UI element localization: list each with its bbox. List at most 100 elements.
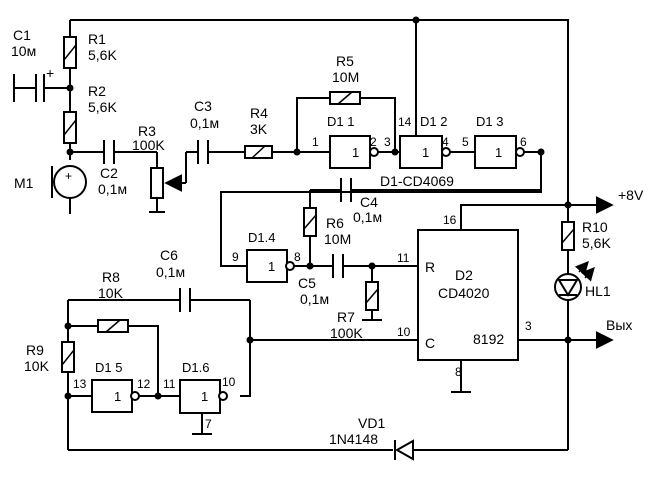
d2-name: D2 (455, 267, 473, 283)
capacitor-c4: C4 0,1м (340, 178, 382, 225)
d2-output-label: 8192 (473, 331, 504, 347)
d1-2-pin-vcc: 14 (398, 115, 412, 129)
c5-value: 0,1м (300, 291, 329, 307)
c4-value: 0,1м (353, 209, 382, 225)
resistor-r9: R9 10K (24, 341, 75, 374)
d2-pin-3: 3 (525, 319, 532, 333)
d1-2-symbol: 1 (422, 145, 429, 160)
inverter-d1-3: D1 3 5 6 1 (462, 114, 527, 169)
d1-2-pin-out: 4 (442, 135, 449, 149)
d2-part: CD4020 (438, 285, 490, 301)
r8-name: R8 (102, 269, 120, 285)
resistor-r7: R7 100K (330, 281, 382, 341)
inverter-d1-1: D1 1 1 2 1 (312, 114, 379, 169)
d1-6-pin-gnd: 7 (205, 417, 212, 431)
r6-value: 10M (324, 231, 351, 247)
m1-name: M1 (14, 175, 34, 191)
resistor-r10: R10 5,6K (561, 219, 611, 251)
r3-name: R3 (138, 123, 156, 139)
capacitor-c6: C6 0,1м (156, 247, 191, 312)
r5-value: 10M (332, 69, 359, 85)
vd1-part: 1N4148 (329, 431, 378, 447)
d1-1-pin-in: 1 (312, 135, 319, 149)
r9-value: 10K (24, 358, 50, 374)
led-hl1: HL1 (554, 260, 611, 301)
d2-pin-r-label: R (425, 259, 435, 275)
c3-name: C3 (194, 98, 212, 114)
d1-1-symbol: 1 (352, 145, 359, 160)
c6-name: C6 (160, 247, 178, 263)
r1-value: 5,6K (88, 47, 117, 63)
r7-value: 100K (330, 325, 363, 341)
d1-6-pin-out: 10 (222, 375, 236, 389)
d1-2-name: D1 2 (420, 114, 447, 129)
output-terminal: Вых (568, 317, 632, 349)
counter-d2: D2 CD4020 R C 8192 11 10 16 8 3 (397, 213, 532, 393)
d1-5-pin-out: 12 (137, 377, 151, 391)
d1-5-name: D1 5 (95, 360, 122, 375)
c6-value: 0,1м (156, 264, 185, 280)
inverter-d1-6: D1.6 11 10 7 1 (163, 360, 236, 435)
hl1-name: HL1 (585, 283, 611, 299)
d1-2-pin-in: 3 (384, 135, 391, 149)
resistor-r1: R1 5,6K (63, 31, 117, 69)
resistor-r5: R5 10M (329, 53, 361, 105)
c2-value: 0,1м (98, 181, 127, 197)
r7-name: R7 (337, 309, 355, 325)
capacitor-c3: C3 0,1м (190, 98, 219, 164)
resistor-r8: R8 10K (97, 269, 129, 333)
r3-value: 100K (132, 137, 165, 153)
d1-6-pin-in: 11 (163, 377, 176, 391)
m1-polarity: + (65, 169, 72, 183)
c1-name: C1 (13, 27, 31, 43)
d1-3-pin-in: 5 (462, 135, 469, 149)
d2-pin-c: 10 (397, 325, 411, 339)
vd1-name: VD1 (358, 415, 385, 431)
d1-5-pin-in: 13 (73, 377, 87, 391)
c4-name: C4 (360, 194, 378, 210)
d1-3-name: D1 3 (476, 114, 503, 129)
c2-name: C2 (100, 165, 118, 181)
d1-type-note: D1-CD4069 (380, 173, 454, 189)
junction-dots (64, 16, 572, 400)
output-label: Вых (606, 317, 632, 333)
c5-name: C5 (298, 275, 316, 291)
capacitor-c5: C5 0,1м (298, 254, 344, 307)
r4-value: 3K (250, 121, 268, 137)
capacitor-c2: C2 0,1м (98, 140, 127, 197)
wires (44, 19, 569, 451)
resistor-r2: R2 5,6K (63, 83, 117, 144)
inverter-d1-4: D1.4 9 8 1 (232, 230, 301, 283)
capacitor-c1: C1 10м + (11, 27, 54, 102)
d2-pin-r: 11 (397, 251, 410, 265)
r6-name: R6 (326, 215, 344, 231)
c3-value: 0,1м (190, 115, 219, 131)
resistor-r4: R4 3K (244, 105, 273, 159)
c1-value: 10м (11, 43, 36, 59)
d2-pin-c-label: C (425, 335, 435, 351)
potentiometer-r3: R3 100K (132, 123, 186, 213)
d1-1-name: D1 1 (327, 114, 354, 129)
r10-name: R10 (582, 219, 608, 235)
d1-6-symbol: 1 (201, 389, 208, 404)
inverter-d1-5: D1 5 13 12 1 (73, 360, 151, 413)
d1-1-pin-out: 2 (370, 135, 377, 149)
r10-value: 5,6K (582, 235, 611, 251)
diode-vd1: VD1 1N4148 (329, 415, 414, 461)
c1-polarity: + (46, 65, 54, 81)
d1-3-symbol: 1 (495, 145, 502, 160)
power-terminal: +8V (568, 187, 644, 214)
r9-name: R9 (26, 342, 44, 358)
d2-pin-16: 16 (443, 213, 457, 227)
d1-4-name: D1.4 (248, 230, 275, 245)
inverter-d1-2: D1 2 3 4 14 1 (384, 114, 451, 169)
d1-4-symbol: 1 (268, 259, 275, 274)
r4-name: R4 (250, 105, 268, 121)
r8-value: 10K (98, 285, 124, 301)
d1-3-pin-out: 6 (520, 135, 527, 149)
d1-4-pin-out: 8 (294, 250, 301, 264)
r1-name: R1 (88, 31, 106, 47)
microphone-m1: + M1 (14, 165, 87, 214)
d1-4-pin-in: 9 (232, 250, 239, 264)
